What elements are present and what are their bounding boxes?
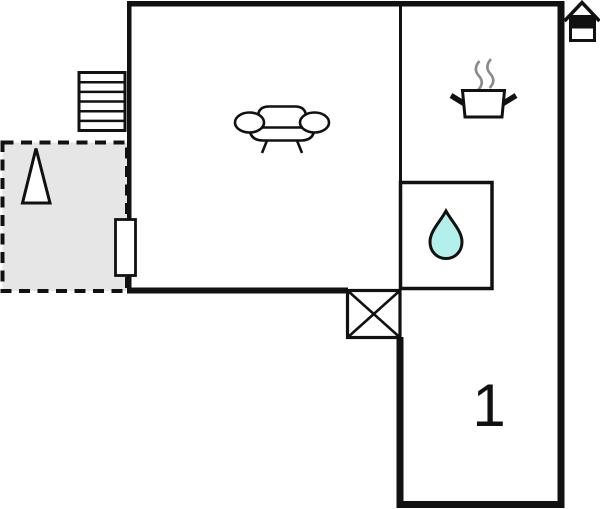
north-arrow-icon: [20, 148, 52, 205]
steam-line: [486, 58, 495, 89]
interior-walls: [398, 6, 494, 291]
cooking-pot-icon: [449, 58, 518, 119]
terrace: [0, 140, 129, 293]
pot-body: [460, 89, 507, 119]
stairs-icon: [77, 71, 127, 132]
bathroom-walls: [398, 180, 494, 291]
chimney-crossed-box-icon: [345, 288, 402, 340]
wall-living-left-upper: [127, 1, 132, 220]
wall-top: [127, 1, 564, 7]
sofa-leg-left: [260, 140, 269, 154]
chimney-diagonal: [346, 289, 401, 339]
pot-handle-left: [449, 93, 466, 106]
sofa-leg-right: [295, 140, 304, 154]
terrace-area: [0, 140, 129, 293]
wall-living-bottom: [127, 287, 348, 294]
wall-bedroom-left: [396, 337, 404, 508]
sofa-armrest-left: [233, 111, 266, 134]
room-number: 1: [472, 372, 505, 439]
steam-line: [474, 60, 484, 91]
water-drop-icon: [428, 207, 464, 261]
sofa-armrest-right: [298, 111, 331, 134]
sofa-icon: [233, 105, 331, 154]
house-body-top: [569, 15, 596, 29]
pot-handle-right: [501, 93, 518, 106]
house-icon: [563, 0, 600, 42]
wall-bedroom-bottom: [396, 501, 565, 508]
wall-living-left-lower: [127, 275, 132, 293]
wall-right: [557, 1, 565, 508]
door: [114, 218, 137, 277]
walls: [127, 1, 565, 508]
